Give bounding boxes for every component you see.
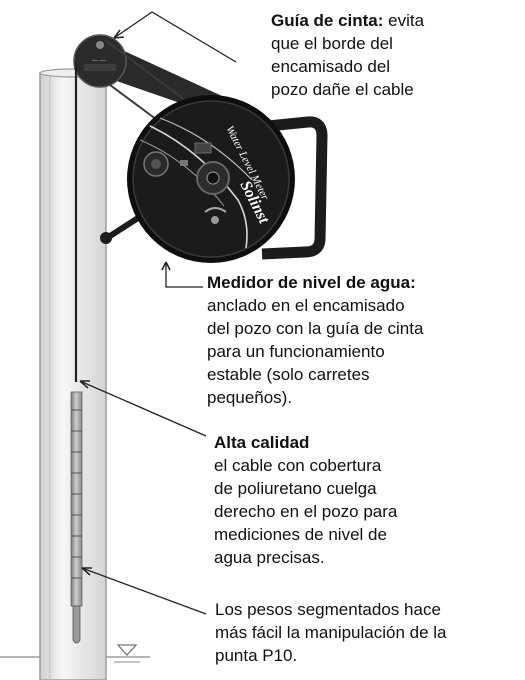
reel-face-swoosh-1: [149, 125, 248, 249]
callout-tape-guide: Guía de cinta: evita que el borde del en…: [271, 9, 521, 101]
callout-weights: Los pesos segmentados hace más fácil la …: [215, 598, 525, 667]
callout-tape-guide-line-1: evita: [388, 11, 425, 30]
callout-tape-guide-line-4: pozo dañe el cable: [271, 80, 414, 99]
callout-tape-guide-line-3: encamisado del: [271, 57, 391, 76]
callout-meter-line-5: pequeños).: [207, 388, 293, 407]
callout-weights-line-1: hace: [404, 600, 441, 619]
callout-quality-line-4: mediciones de nivel de: [214, 525, 387, 544]
reel-handle: [261, 116, 328, 260]
callout-quality-line-2: de poliuretano cuelga: [214, 479, 377, 498]
callout-quality: Alta calidad el cable con cobertura de p…: [214, 431, 524, 569]
leader-meter: [161, 261, 203, 288]
callout-meter-line-1: anclado en el encamisado: [207, 296, 405, 315]
reel-knob-inner: [151, 159, 161, 169]
callout-meter-line-3: para un funcionamiento: [207, 342, 385, 361]
callout-quality-title: Alta calidad: [214, 433, 310, 452]
callout-quality-line-3: derecho en el pozo para: [214, 502, 398, 521]
tape-guide-wheel: [73, 34, 127, 88]
callout-quality-line-5: agua precisas.: [214, 548, 325, 567]
callout-meter: Medidor de nivel de agua: anclado en el …: [207, 271, 522, 409]
reel-hub-center: [206, 171, 220, 185]
water-level-symbol: [116, 644, 138, 656]
reel-brake-lever: [204, 207, 227, 213]
callout-weights-line-3: punta P10.: [215, 646, 298, 665]
callout-weights-line-2: más fácil la manipulación de la: [215, 623, 447, 642]
leader-weights: [81, 567, 207, 615]
probe-tip: [72, 605, 81, 644]
tape-guide-hub: [96, 41, 104, 49]
callout-meter-title: Medidor de nivel de agua:: [207, 273, 416, 292]
callout-meter-line-2: del pozo con la guía de cinta: [207, 319, 424, 338]
callout-tape-guide-line-2: que el borde del: [271, 34, 393, 53]
callout-tape-guide-title: Guía de cinta:: [271, 11, 384, 30]
weight-segment-lines: [71, 409, 82, 579]
tape-guide-mark: — —: [92, 58, 106, 64]
callout-weights-title: Los pesos segmentados: [215, 600, 400, 619]
reel-stand-foot: [100, 232, 112, 244]
leader-tape-guide: [113, 11, 237, 63]
reel-light: [180, 160, 188, 166]
tape-guide-label-plate: [84, 64, 116, 71]
reel-brake-button: [211, 216, 219, 224]
reel-face-swoosh-3: [139, 139, 225, 207]
callout-quality-line-1: el cable con cobertura: [214, 456, 382, 475]
probe-weights: [70, 391, 83, 607]
callout-meter-line-4: estable (solo carretes: [207, 365, 370, 384]
leader-quality: [79, 380, 207, 437]
reel-battery-door: [194, 142, 212, 154]
